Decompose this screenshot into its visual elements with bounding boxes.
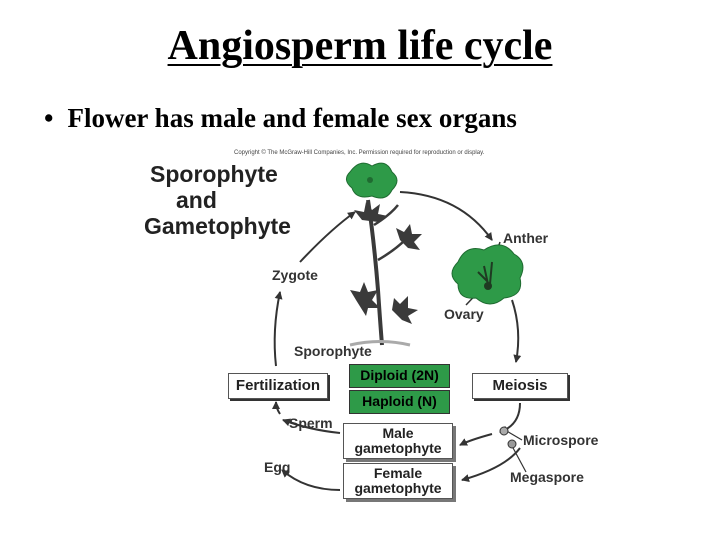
label-zygote: Zygote bbox=[272, 267, 318, 283]
label-megaspore: Megaspore bbox=[510, 469, 584, 485]
arrow-fertilization-to-zygote bbox=[273, 291, 283, 367]
bullet-point: • Flower has male and female sex organs bbox=[44, 103, 517, 134]
arrow-sperm-to-fertilization bbox=[272, 401, 281, 415]
meiosis-box: Meiosis bbox=[472, 373, 568, 399]
arrow-zygote-to-sporophyte bbox=[299, 211, 356, 263]
arrow-male-to-sperm bbox=[282, 418, 341, 434]
sporophyte-plant bbox=[346, 162, 422, 347]
bullet-text: Flower has male and female sex organs bbox=[67, 103, 517, 133]
haploid-band: Haploid (N) bbox=[349, 390, 450, 414]
leaf-icon bbox=[354, 202, 388, 222]
microspore-dot bbox=[499, 426, 509, 436]
arrow-female-to-egg bbox=[281, 469, 341, 491]
label-sperm: Sperm bbox=[289, 415, 333, 431]
enlarged-flower-icon bbox=[451, 244, 524, 305]
male-gametophyte-line-2: gametophyte bbox=[354, 440, 442, 456]
figure-heading-line-1: Sporophyte bbox=[150, 161, 278, 187]
female-gametophyte-line-2: gametophyte bbox=[354, 480, 442, 496]
arrow-to-anther bbox=[399, 191, 493, 241]
label-ovary: Ovary bbox=[444, 306, 484, 322]
fertilization-box: Fertilization bbox=[228, 373, 328, 399]
figure-heading-line-2: and bbox=[176, 187, 217, 213]
leaf-icon bbox=[350, 282, 380, 316]
arrow-to-female-gametophyte bbox=[461, 447, 521, 482]
diploid-band: Diploid (2N) bbox=[349, 364, 450, 388]
copyright-notice: Copyright © The McGraw-Hill Companies, I… bbox=[234, 150, 485, 156]
bullet-dot: • bbox=[44, 103, 54, 133]
ground bbox=[349, 340, 411, 347]
arrow-microspore-to-male-gametophyte bbox=[459, 433, 493, 446]
label-sporophyte: Sporophyte bbox=[294, 343, 372, 359]
female-gametophyte-line-1: Female bbox=[373, 465, 423, 481]
megaspore-dot bbox=[507, 439, 517, 449]
pointer-megaspore bbox=[511, 445, 527, 473]
plant-stem bbox=[366, 199, 384, 346]
leaf-icon bbox=[396, 224, 422, 250]
figure-heading-line-3: Gametophyte bbox=[144, 213, 291, 239]
label-egg: Egg bbox=[264, 459, 291, 475]
male-gametophyte-box: Male gametophyte bbox=[343, 423, 453, 459]
female-gametophyte-box: Female gametophyte bbox=[343, 463, 453, 499]
label-anther: Anther bbox=[503, 230, 549, 246]
label-microspore: Microspore bbox=[523, 432, 599, 448]
arrow-ovary-to-meiosis bbox=[511, 299, 522, 363]
leaf-icon bbox=[392, 296, 418, 324]
slide-title: Angiosperm life cycle bbox=[167, 23, 553, 69]
male-gametophyte-line-1: Male bbox=[382, 425, 414, 441]
